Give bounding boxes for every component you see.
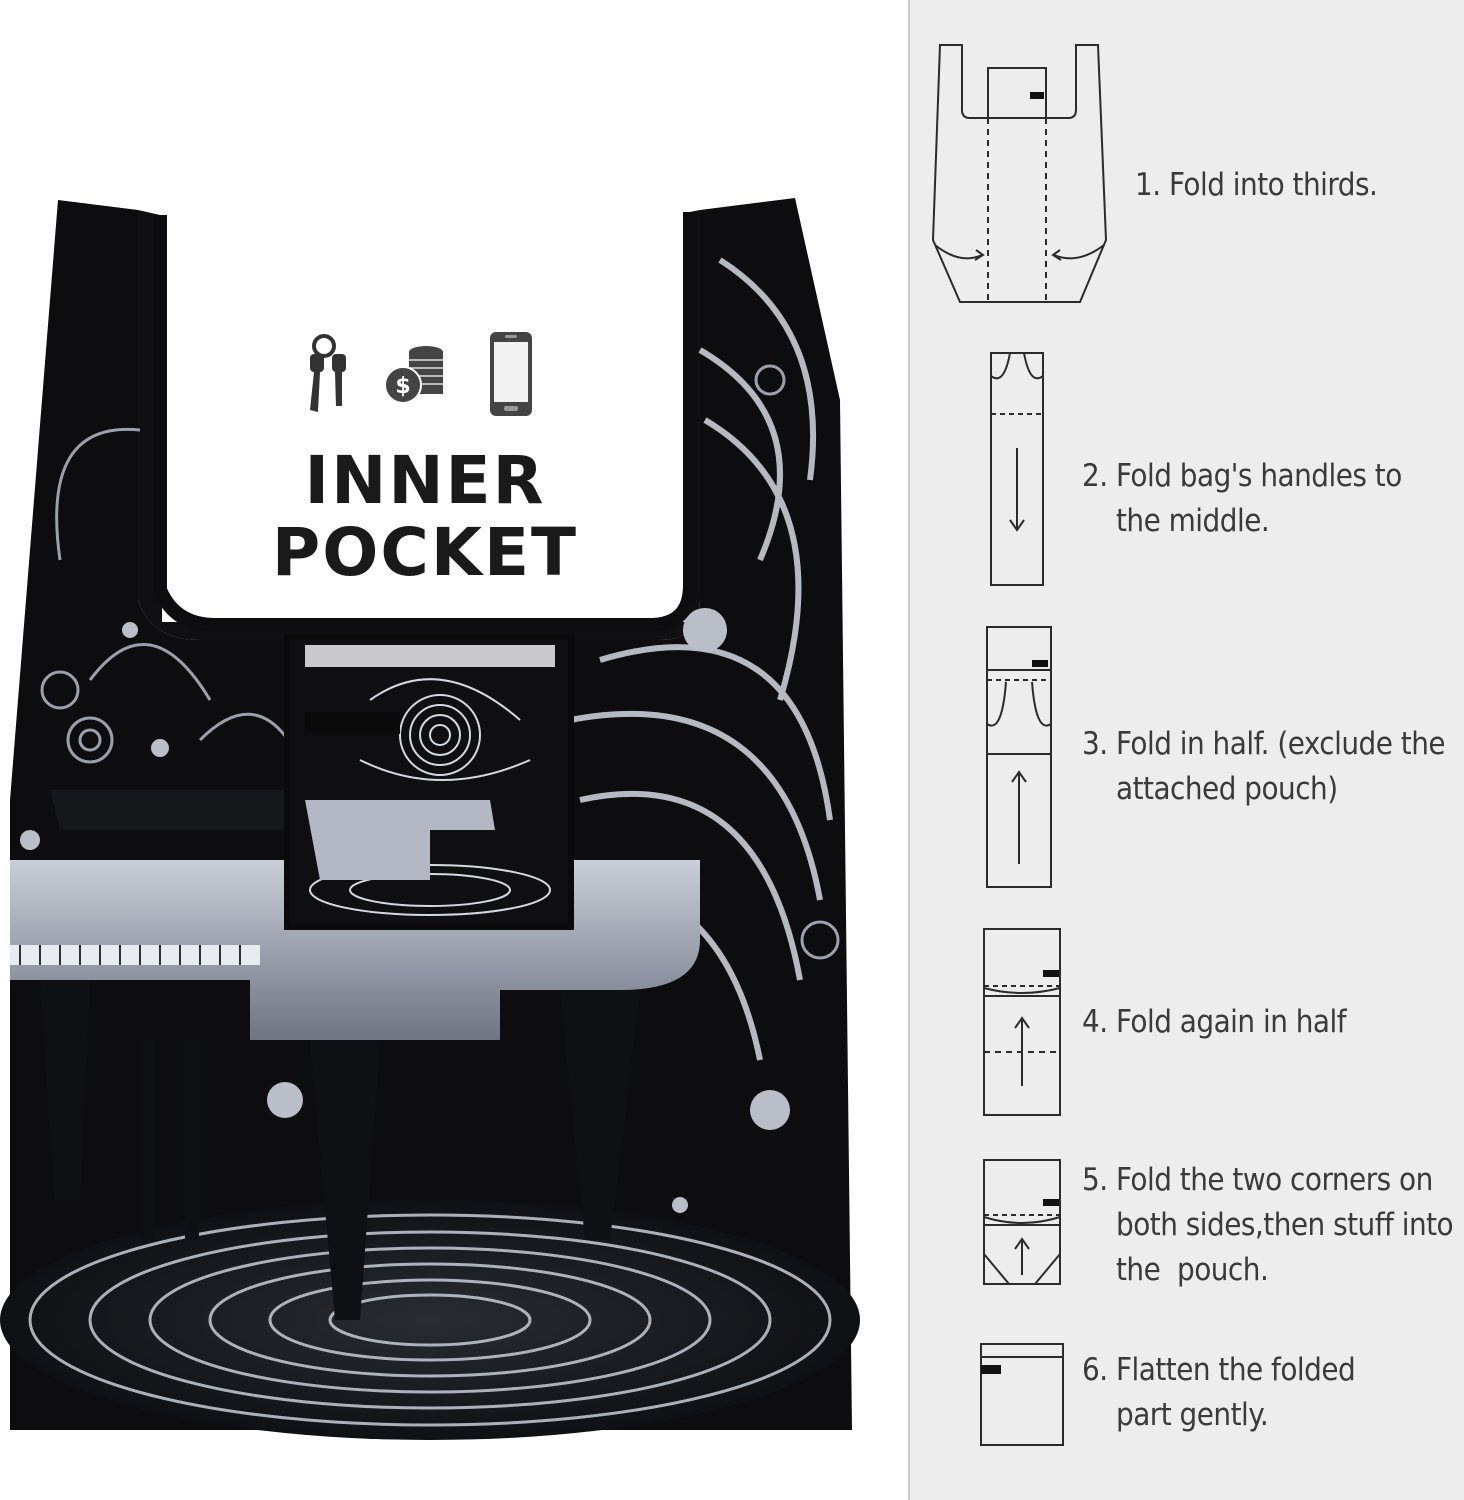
step5-line2: both sides,then stuff into	[1116, 1207, 1454, 1243]
step6-line1: 6. Flatten the folded	[1082, 1352, 1356, 1388]
step4-text: 4. Fold again in half	[1082, 1000, 1347, 1045]
phone-icon	[488, 330, 534, 418]
step3-line1: 3. Fold in half. (exclude the	[1082, 726, 1446, 762]
step1-text: 1. Fold into thirds.	[1135, 163, 1378, 208]
step2-line1: 2. Fold bag's handles to	[1082, 458, 1402, 494]
step5-diagram	[983, 1159, 1061, 1285]
step2-line2: the middle.	[1116, 503, 1270, 539]
coins-icon: $	[384, 344, 446, 404]
step1-line1: 1. Fold into thirds.	[1135, 167, 1378, 203]
tote-bag-illustration	[0, 198, 860, 1440]
step6-text: 6. Flatten the folded part gently.	[1082, 1348, 1356, 1438]
step4-line1: 4. Fold again in half	[1082, 1004, 1347, 1040]
panel-divider	[908, 0, 910, 1500]
step6-line2: part gently.	[1116, 1397, 1269, 1433]
step2-text: 2. Fold bag's handles to the middle.	[1082, 454, 1402, 544]
step3-diagram	[986, 626, 1052, 888]
folding-instructions-panel: 1. Fold into thirds. 2. Fold bag's handl…	[910, 0, 1464, 1500]
inner-pocket-title-line2: POCKET	[271, 514, 579, 591]
step6-diagram	[980, 1343, 1064, 1446]
step5-line3: the pouch.	[1116, 1252, 1269, 1288]
inner-pocket-title-line1: INNER	[304, 442, 546, 519]
step5-line1: 5. Fold the two corners on	[1082, 1162, 1433, 1198]
product-image-panel: $ INNER POCKET	[0, 198, 860, 1440]
step3-line2: attached pouch)	[1116, 771, 1338, 807]
step2-diagram	[990, 352, 1044, 586]
step5-text: 5. Fold the two corners on both sides,th…	[1082, 1158, 1454, 1293]
step3-text: 3. Fold in half. (exclude the attached p…	[1082, 722, 1446, 812]
step4-diagram	[983, 928, 1061, 1116]
svg-text:$: $	[395, 374, 410, 399]
keys-icon	[300, 332, 356, 414]
step1-diagram	[931, 44, 1108, 303]
attached-pouch	[284, 634, 574, 930]
